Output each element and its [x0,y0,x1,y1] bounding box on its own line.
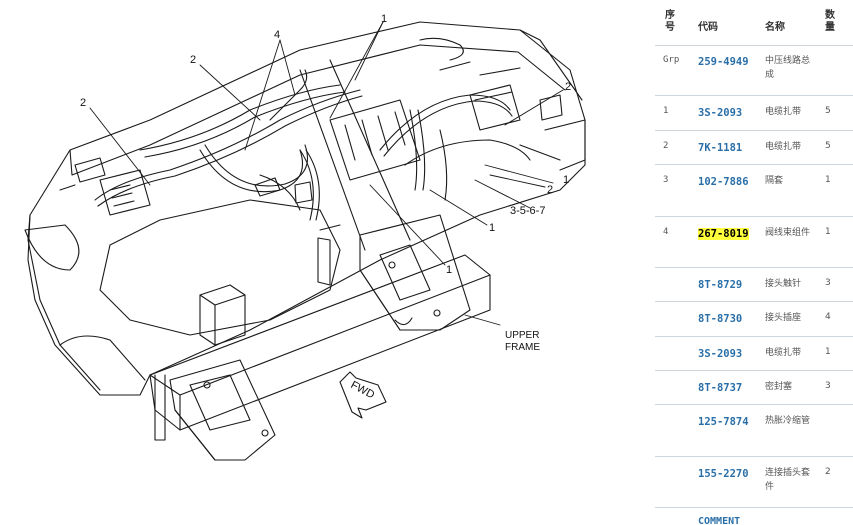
fwd-arrow-shape [339,371,387,419]
table-row: 2 7K-1181 电缆扎带 5 [655,131,853,165]
part-qty: 1 [825,347,831,357]
highlighted-code: 267-8019 [698,228,749,240]
header-name: 名称 [765,22,785,33]
part-name: 电缆扎带 [765,142,802,152]
part-qty: 5 [825,141,831,151]
row-seq: 2 [663,141,669,151]
part-qty: 5 [825,106,831,116]
part-qty: 1 [825,175,831,185]
part-code-link[interactable]: 259-4949 [698,56,749,68]
part-code-link[interactable]: 155-2270 [698,468,749,480]
upper-frame-label-line1: UPPER [505,330,539,341]
part-name: 密封塞 [765,382,793,392]
part-code-link-highlighted[interactable]: 267-8019 [698,226,758,243]
callout-1-low: 1 [489,222,495,234]
part-qty: 3 [825,381,831,391]
parts-list-table: 序 号 代码 名称 数 量 Grp 259-4949 中压线路总成 1 3S-2… [655,0,853,525]
callout-2-right: 2 [565,81,571,93]
table-row: 155-2270 连接插头套件 2 [655,457,853,508]
callout-1-right: 1 [563,174,569,186]
table-row: 8T-8730 接头插座 4 [655,302,853,337]
table-row: 8T-8729 接头触针 3 [655,268,853,302]
part-qty: 3 [825,278,831,288]
header-code: 代码 [698,22,718,33]
table-row: Grp 259-4949 中压线路总成 [655,45,853,96]
header-seq-line2: 号 [665,22,675,33]
part-name: 隔套 [765,176,784,186]
callout-2-mid: 2 [547,184,553,196]
part-code-link[interactable]: 7K-1181 [698,142,743,154]
part-qty: 4 [825,312,831,322]
part-qty: 2 [825,467,831,477]
callout-1-top: 1 [381,13,387,25]
upper-frame-label-line2: FRAME [505,342,540,353]
junction-box-left [199,284,246,346]
right-mount [359,214,471,331]
left-mount [169,359,276,461]
callout-2-b: 2 [80,97,86,109]
callout-4: 4 [274,29,280,41]
part-name: 接头插座 [765,313,802,323]
callout-1-bottom: 1 [446,264,452,276]
part-qty: 1 [825,227,831,237]
part-code-link[interactable]: 8T-8737 [698,382,743,394]
row-seq: Grp [663,55,680,65]
header-seq-line1: 序 [665,10,675,21]
valve-bank [329,99,421,181]
row-seq: 4 [663,227,669,237]
callout-2-a: 2 [190,54,196,66]
part-name: 接头触针 [765,279,802,289]
callout-3-5-6-7: 3-5-6-7 [510,205,545,217]
table-row: 1 3S-2093 电缆扎带 5 [655,96,853,131]
floor-plate [99,199,341,336]
row-seq: 1 [663,106,669,116]
part-code-link[interactable]: 8T-8730 [698,313,743,325]
table-row: 3S-2093 电缆扎带 1 [655,337,853,371]
header-qty-line2: 量 [825,22,835,33]
upper-frame-illustration: 1 4 2 2 2 1 2 3-5-6-7 1 1 UPPER FRAME FW… [24,13,586,461]
table-header: 序 号 代码 名称 数 量 [655,0,853,46]
table-row: 8T-8737 密封塞 3 [655,371,853,405]
part-name: 热胀冷缩管 [765,416,811,426]
part-code-link[interactable]: 8T-8729 [698,279,743,291]
part-code-link[interactable]: 102-7886 [698,176,749,188]
part-name: 阀线束组件 [765,228,811,238]
comment-link[interactable]: COMMENT [698,516,741,525]
part-code-link[interactable]: 3S-2093 [698,348,743,360]
part-code-link[interactable]: 3S-2093 [698,107,743,119]
table-row: 125-7874 热胀冷缩管 [655,405,853,457]
table-row-highlighted: 4 267-8019 阀线束组件 1 [655,217,853,268]
row-seq: 3 [663,175,669,185]
valve-bank-left [99,169,151,216]
fwd-label: FWD [349,379,377,401]
header-qty-line1: 数 [825,10,835,21]
main-beam [149,254,491,396]
table-row: 3 102-7886 隔套 1 [655,165,853,217]
part-name: 中压线路总成 [765,56,811,80]
frame-top-inner [69,44,566,176]
part-name: 电缆扎带 [765,107,802,117]
parts-diagram: 1 4 2 2 2 1 2 3-5-6-7 1 1 UPPER FRAME FW… [24,13,586,461]
part-name: 连接插头套件 [765,468,811,492]
part-name: 电缆扎带 [765,348,802,358]
part-code-link[interactable]: 125-7874 [698,416,749,428]
